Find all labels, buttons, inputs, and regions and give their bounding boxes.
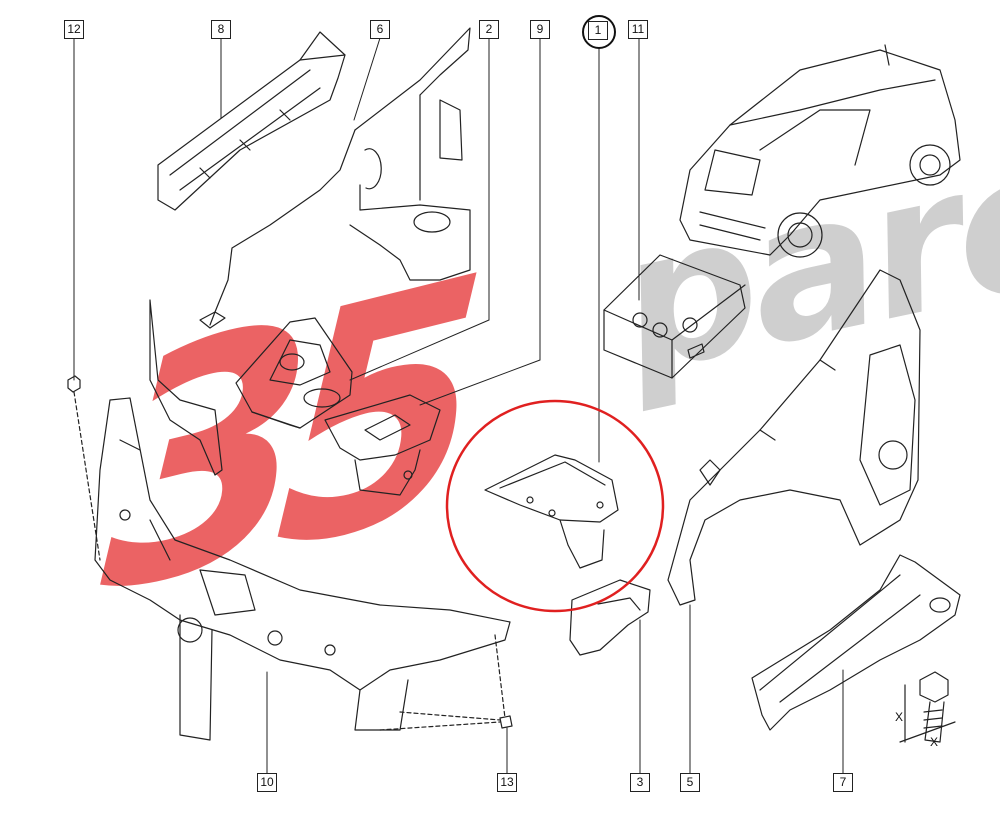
- callout-1-circle: [582, 15, 616, 49]
- part-9-support-upper: [324, 394, 441, 496]
- callout-3: 3: [630, 773, 650, 792]
- callout-2: 2: [479, 20, 499, 39]
- callout-8: 8: [211, 20, 231, 39]
- callout-11: 11: [628, 20, 648, 39]
- callout-5: 5: [680, 773, 700, 792]
- callout-9: 9: [530, 20, 550, 39]
- part-12-nut: [67, 375, 101, 561]
- car-icon: [679, 44, 961, 258]
- leader-lines: [73, 37, 844, 774]
- part-3-gusset: [569, 579, 651, 656]
- part-13-screw: [499, 715, 513, 729]
- part-8-upper-rail: [157, 31, 346, 211]
- part-6-fender-apron: [199, 27, 471, 329]
- callout-7: 7: [833, 773, 853, 792]
- part-2-strut-tower: [235, 317, 353, 429]
- callout-6: 6: [370, 20, 390, 39]
- bolt-icon: [899, 671, 956, 743]
- bolt-dimension-label-vertical: X: [895, 710, 904, 724]
- inner-panel-left: [149, 299, 223, 476]
- callout-1: 1: [588, 21, 608, 40]
- callout-12: 12: [64, 20, 84, 39]
- part-7-lower-rail: [751, 554, 961, 731]
- part-10-crossmember: [94, 397, 511, 741]
- bolt-dimension-label-horizontal: X: [930, 735, 939, 749]
- callout-13: 13: [497, 773, 517, 792]
- part-11-battery: [603, 254, 746, 379]
- part-1-battery-bracket: [484, 454, 619, 569]
- part-5-side-panel: [667, 269, 921, 606]
- callout-10: 10: [257, 773, 277, 792]
